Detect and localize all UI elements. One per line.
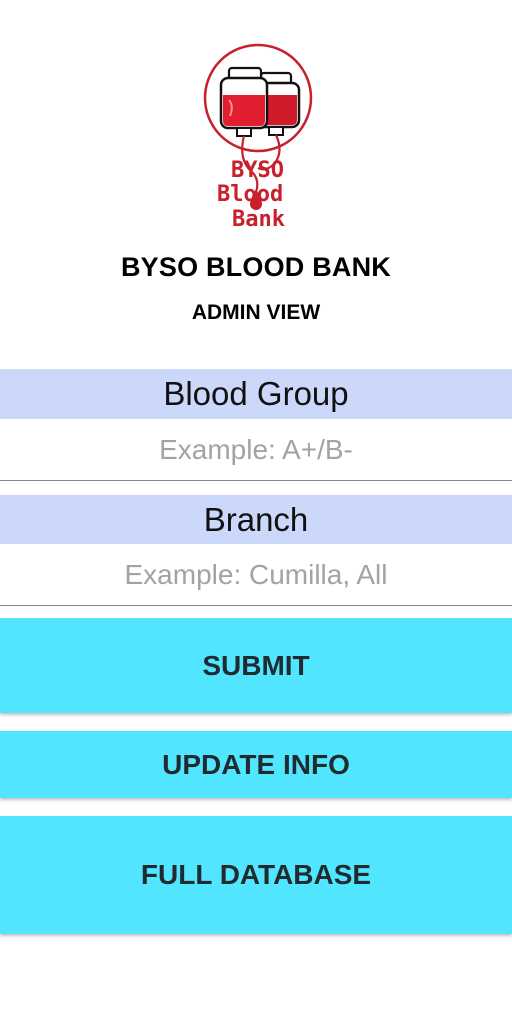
branch-label: Branch — [0, 495, 512, 545]
full-database-button[interactable]: FULL DATABASE — [0, 816, 512, 934]
blood-bag-logo-icon: BYSO Blood Bank — [198, 40, 328, 235]
page-subtitle: ADMIN VIEW — [191, 301, 321, 324]
logo-text-line-3: Bank — [232, 207, 285, 232]
blood-group-label: Blood Group — [0, 369, 512, 419]
branch-input[interactable] — [0, 544, 512, 606]
logo-text-line-1: BYSO — [231, 158, 284, 183]
submit-button[interactable]: SUBMIT — [0, 618, 512, 713]
logo-text-line-2: Blood — [217, 182, 283, 207]
app-title: BYSO BLOOD BANK — [120, 252, 391, 282]
update-info-button[interactable]: UPDATE INFO — [0, 731, 512, 798]
blood-group-input[interactable] — [0, 419, 512, 481]
